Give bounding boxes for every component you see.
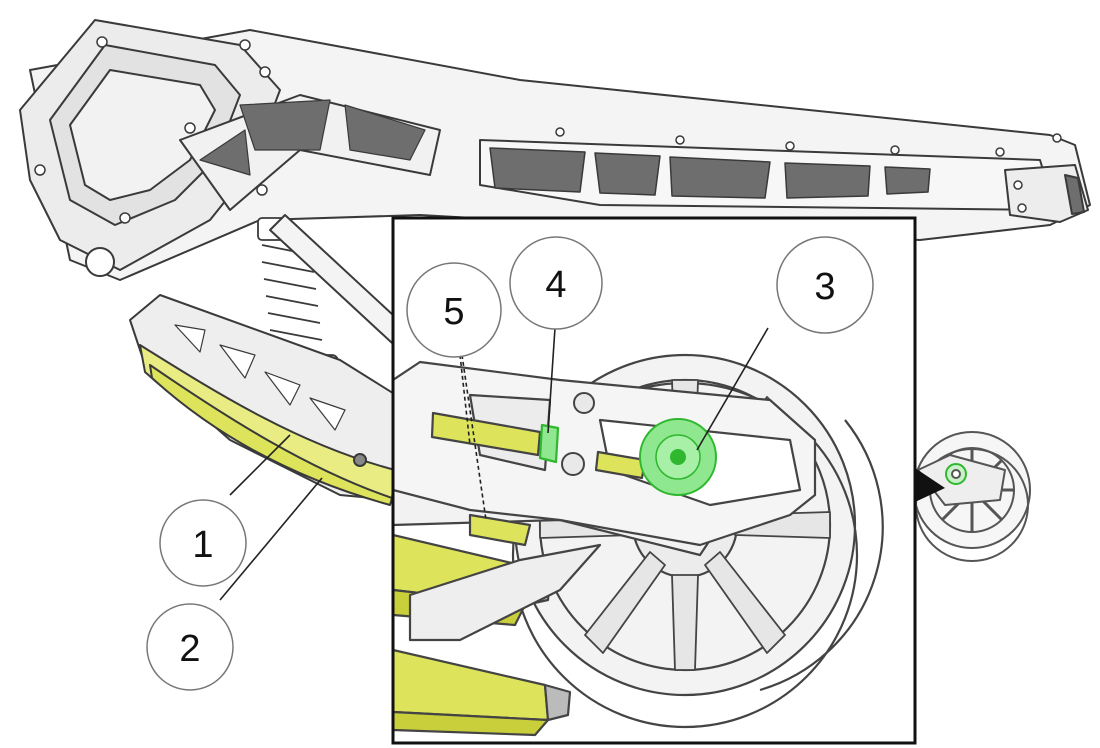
callout-2: 2 <box>146 603 234 691</box>
rear-idler-wheel-illustration <box>913 431 1031 562</box>
callout-3: 3 <box>776 236 874 334</box>
callout-4-label: 4 <box>545 264 566 306</box>
callout-5: 5 <box>406 262 502 358</box>
callout-3-label: 3 <box>814 266 835 308</box>
callout-5-label: 5 <box>443 291 464 333</box>
callout-4: 4 <box>509 236 603 330</box>
callout-1-label: 1 <box>192 524 213 566</box>
callout-1: 1 <box>159 499 247 587</box>
callout-2-label: 2 <box>179 628 200 670</box>
